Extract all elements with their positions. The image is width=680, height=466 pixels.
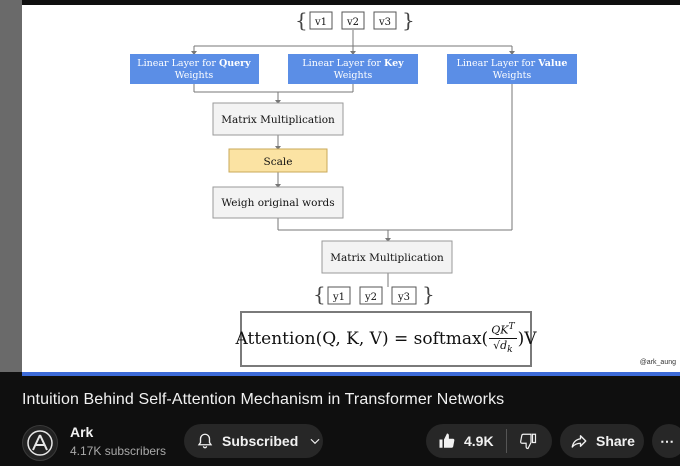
video-title: Intuition Behind Self-Attention Mechanis… <box>22 391 505 408</box>
subscribed-label: Subscribed <box>222 433 299 449</box>
matrix-multiplication-box-2: Matrix Multiplication <box>321 240 453 274</box>
formula-numerator: QK <box>491 324 509 338</box>
subscriber-count: 4.17K subscribers <box>70 444 167 458</box>
more-actions-button[interactable]: ⋯ <box>652 424 680 458</box>
channel-avatar[interactable] <box>22 425 58 461</box>
chevron-down-icon <box>310 438 320 445</box>
svg-text:v1: v1 <box>314 17 327 28</box>
matrix-multiplication-box-1: Matrix Multiplication <box>212 102 344 136</box>
svg-text:Weights: Weights <box>334 70 373 81</box>
output-y3: y3 <box>391 286 417 305</box>
formula-rhs: )V <box>517 329 537 349</box>
linear-layer-query-box: Linear Layer for Query Weights <box>130 54 259 84</box>
svg-text:Weigh original words: Weigh original words <box>221 197 334 209</box>
svg-text:Matrix Multiplication: Matrix Multiplication <box>221 114 335 126</box>
thumbs-up-icon[interactable] <box>438 432 456 450</box>
formula-denominator-sub: k <box>507 344 513 356</box>
output-y1: y1 <box>327 286 351 305</box>
weigh-original-words-box: Weigh original words <box>212 186 344 219</box>
linear-layer-key-box: Linear Layer for Key Weights <box>288 54 418 84</box>
input-v3: v3 <box>373 11 397 30</box>
progress-bar[interactable] <box>22 372 680 376</box>
channel-name[interactable]: Ark <box>70 424 94 440</box>
svg-text:Linear Layer for Query: Linear Layer for Query <box>137 58 251 69</box>
scale-box: Scale <box>228 148 328 173</box>
svg-text:v3: v3 <box>378 17 391 28</box>
input-v2: v2 <box>341 11 365 30</box>
output-y2: y2 <box>359 286 383 305</box>
output-left-brace: { <box>313 282 326 306</box>
svg-text:y2: y2 <box>364 292 377 303</box>
like-separator <box>505 429 507 453</box>
more-icon: ⋯ <box>660 432 674 449</box>
subscribed-button[interactable]: Subscribed <box>184 424 323 458</box>
svg-text:Weights: Weights <box>493 70 532 81</box>
input-left-brace: { <box>295 8 308 32</box>
ark-logo-icon <box>27 430 53 456</box>
svg-text:Weights: Weights <box>175 70 214 81</box>
input-v1: v1 <box>309 11 333 30</box>
svg-text:y3: y3 <box>397 292 410 303</box>
arrowheads <box>191 51 515 242</box>
svg-text:y1: y1 <box>332 292 345 303</box>
input-connectors <box>193 30 513 287</box>
watermark: @ark_aung <box>639 359 676 366</box>
video-frame: { } v1 v2 v3 <box>22 5 680 372</box>
formula-fraction: QKT √dk <box>489 321 517 356</box>
formula-denominator: √d <box>493 339 508 353</box>
player-left-edge <box>0 0 22 372</box>
svg-text:Scale: Scale <box>264 156 293 168</box>
linear-layer-value-box: Linear Layer for Value Weights <box>447 54 577 84</box>
svg-text:Matrix Multiplication: Matrix Multiplication <box>330 252 444 264</box>
svg-text:Linear Layer for Key: Linear Layer for Key <box>302 58 404 69</box>
formula-numerator-sup: T <box>508 321 515 333</box>
share-label: Share <box>596 433 635 449</box>
input-right-brace: } <box>402 8 415 32</box>
formula-lhs: Attention(Q, K, V) = softmax( <box>235 329 489 349</box>
svg-text:v2: v2 <box>346 17 359 28</box>
svg-text:Linear Layer for Value: Linear Layer for Value <box>457 58 568 69</box>
thumbs-down-icon[interactable] <box>519 432 537 450</box>
video-player[interactable]: { } v1 v2 v3 <box>0 0 680 378</box>
attention-formula: Attention(Q, K, V) = softmax( QKT √dk )V <box>236 311 536 367</box>
like-dislike-group[interactable]: 4.9K <box>426 424 552 458</box>
share-arrow-icon <box>571 435 587 448</box>
output-right-brace: } <box>422 282 435 306</box>
bell-icon <box>197 433 213 449</box>
share-button[interactable]: Share <box>560 424 644 458</box>
like-count: 4.9K <box>464 433 494 449</box>
attention-diagram: { } v1 v2 v3 <box>130 8 577 306</box>
